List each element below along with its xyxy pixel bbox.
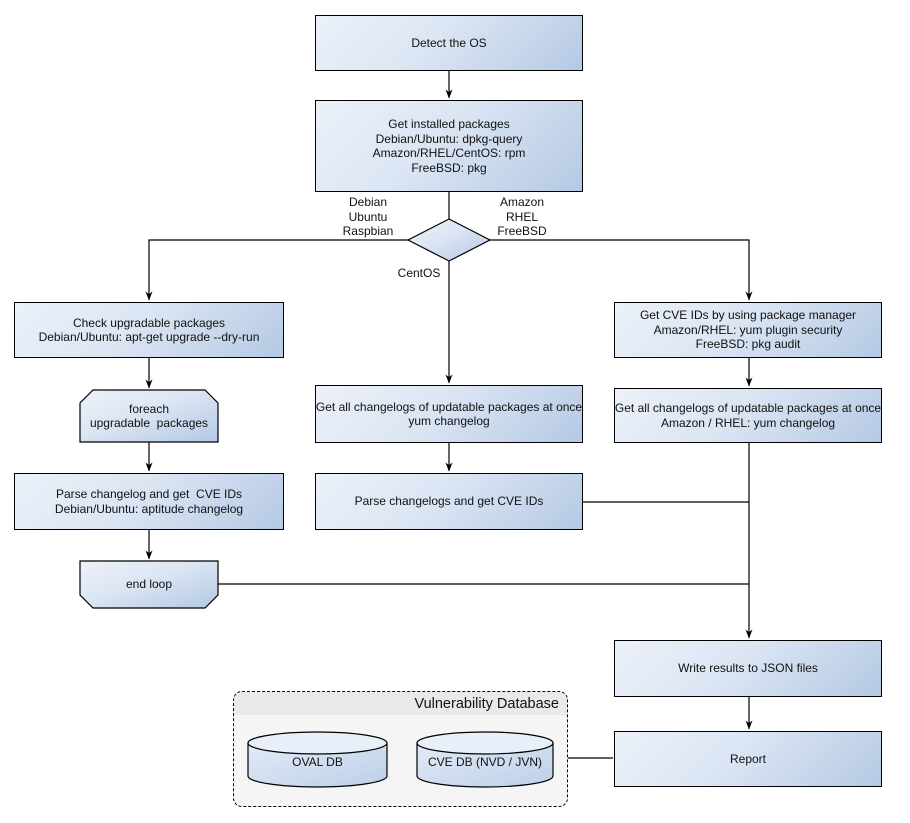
oval-db-label: OVAL DB [292,754,343,769]
node-parse-changelog-deb-label: Parse changelog and get CVE IDs Debian/U… [54,487,244,516]
node-detect-os: Detect the OS [315,15,583,71]
node-parse-changelogs: Parse changelogs and get CVE IDs [315,473,583,530]
node-report: Report [614,731,882,787]
node-write-results: Write results to JSON files [614,640,882,697]
vulnerability-database-title: Vulnerability Database [414,695,559,712]
branch-label-centos: CentOS [397,266,441,280]
edge-decision-to-get-cve-ids [490,239,753,301]
branch-label-amazon: Amazon RHEL FreeBSD [497,195,547,238]
node-parse-changelog-deb: Parse changelog and get CVE IDs Debian/U… [14,473,284,530]
edge-decision-to-check-upgradable [145,239,408,301]
oval-db-cylinder-body [247,742,388,788]
node-get-installed-packages: Get installed packages Debian/Ubuntu: dp… [315,100,583,192]
node-detect-os-label: Detect the OS [411,35,487,50]
oval-db-label-wrap: OVAL DB [248,746,387,778]
node-get-changelogs-centos: Get all changelogs of updatable packages… [315,385,583,443]
os-decision-diamond [406,218,492,262]
node-parse-changelogs-label: Parse changelogs and get CVE IDs [354,494,544,509]
node-get-cve-ids-pm: Get CVE IDs by using package manager Ama… [614,302,882,358]
end-loop-shape [79,560,219,609]
node-check-upgradable: Check upgradable packages Debian/Ubuntu:… [14,302,284,358]
vulnerability-database-header: Vulnerability Database [234,692,567,715]
oval-db-cylinder-top [247,731,388,755]
node-check-upgradable-label: Check upgradable packages Debian/Ubuntu:… [38,315,260,345]
cve-db-label-wrap: CVE DB (NVD / JVN) [417,746,553,778]
foreach-loop-shape [79,389,219,443]
node-get-installed-packages-label: Get installed packages Debian/Ubuntu: dp… [372,117,526,175]
cve-db-cylinder-body [416,742,554,788]
node-get-cve-ids-pm-label: Get CVE IDs by using package manager Ama… [639,308,857,352]
branch-label-debian: Debian Ubuntu Raspbian [342,195,394,238]
foreach-loop-label-wrap: foreach upgradable packages [80,390,218,442]
cve-db-label: CVE DB (NVD / JVN) [427,754,542,769]
cve-db-cylinder-top [416,731,554,755]
foreach-loop-label: foreach upgradable packages [89,401,209,431]
node-get-changelogs-amazon-label: Get all changelogs of updatable packages… [614,401,882,430]
node-get-changelogs-centos-label: Get all changelogs of updatable packages… [315,399,583,429]
end-loop-label: end loop [125,577,173,592]
node-report-label: Report [729,751,767,766]
node-get-changelogs-amazon: Get all changelogs of updatable packages… [614,388,882,443]
end-loop-label-wrap: end loop [80,561,218,608]
node-write-results-label: Write results to JSON files [678,661,818,676]
